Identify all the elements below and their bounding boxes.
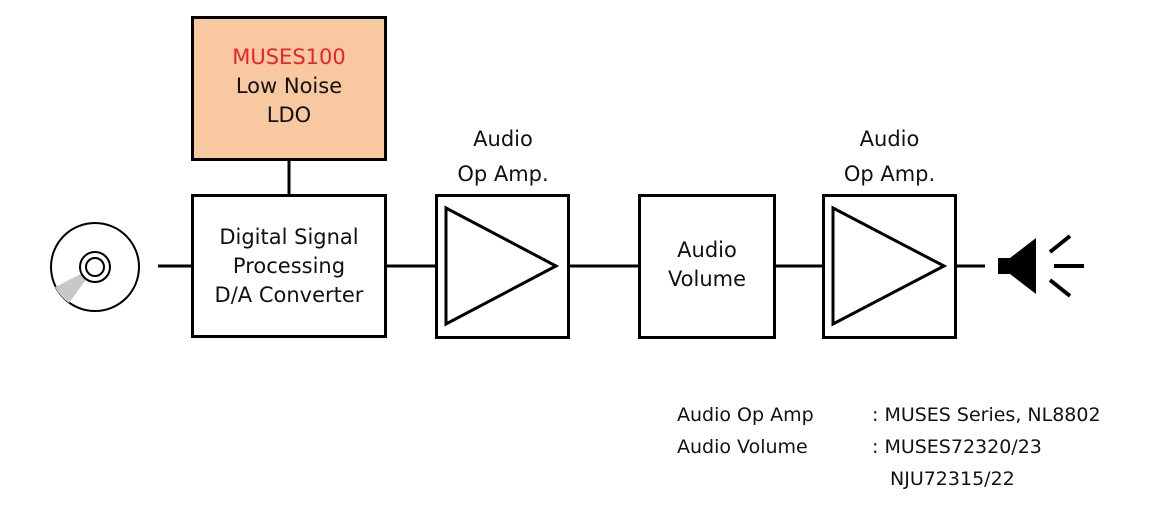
opamp2-block <box>822 194 957 339</box>
opamp1-block <box>435 194 570 339</box>
legend-label-volume: Audio Volume <box>677 436 808 458</box>
opamp1-title-line1: Audio <box>473 127 533 151</box>
legend-value-volume-alt: NJU72315/22 <box>890 468 1015 490</box>
opamp2-title-line2: Op Amp. <box>843 162 936 186</box>
dsp-label-line1: Digital Signal <box>219 225 359 249</box>
volume-label-line1: Audio <box>677 238 737 262</box>
opamp1-title-line2: Op Amp. <box>457 162 549 186</box>
legend-value-volume: : MUSES72320/23 <box>872 436 1042 458</box>
volume-label-line2: Volume <box>667 267 747 291</box>
volume-block <box>638 194 776 339</box>
opamp1-triangle-icon <box>444 205 560 327</box>
dsp-dac-block <box>191 194 387 338</box>
opamp2-title-line1: Audio <box>859 127 920 151</box>
legend-value-opamp: : MUSES Series, NL8802 <box>872 404 1101 426</box>
ldo-part-number: MUSES100 <box>232 45 346 69</box>
dsp-label-line2: Processing <box>232 254 346 278</box>
ldo-label-line2: Low Noise <box>235 74 343 98</box>
opamp2-triangle-icon <box>831 205 948 327</box>
ldo-block <box>191 16 387 161</box>
dsp-label-line3: D/A Converter <box>214 283 364 307</box>
cd-disc-icon <box>50 222 140 312</box>
legend-label-opamp: Audio Op Amp <box>677 404 814 426</box>
speaker-icon <box>998 234 1084 298</box>
ldo-label-line3: LDO <box>266 103 312 127</box>
